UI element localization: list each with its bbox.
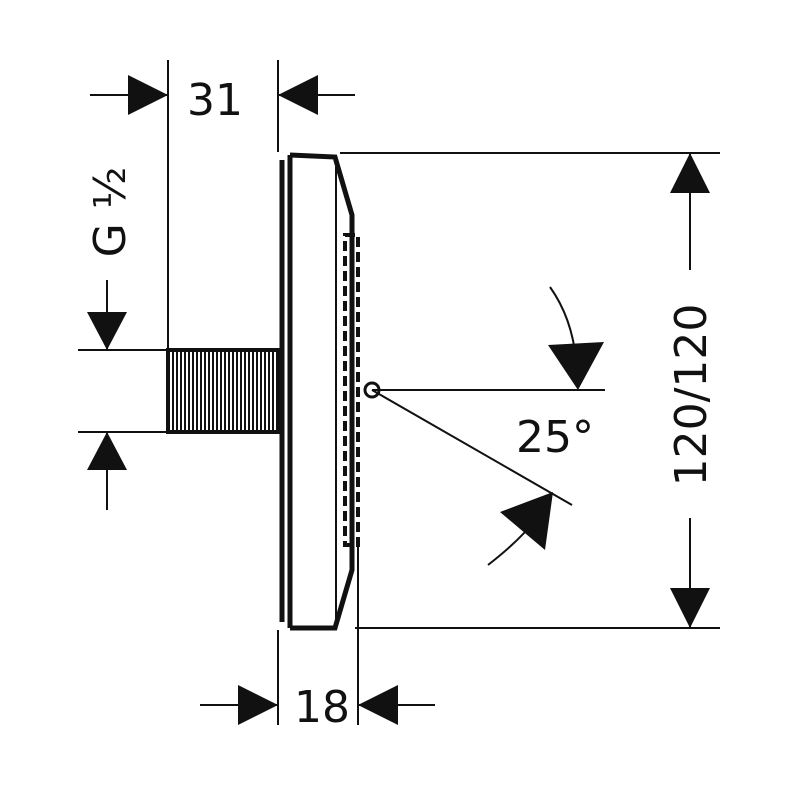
dimension-120: 120/120 [340, 152, 720, 629]
dimension-label: 31 [187, 75, 243, 126]
thread-connector [166, 348, 282, 434]
dimension-label: G ½ [85, 167, 136, 258]
dimension-angle: 25° [371, 286, 605, 566]
dimension-label: 25° [516, 412, 594, 463]
dimension-thread: G ½ [78, 167, 168, 510]
dimension-31: 31 [90, 60, 355, 350]
dimension-label: 120/120 [666, 304, 717, 487]
dimension-18: 18 [200, 545, 435, 733]
shower-head-profile [279, 152, 381, 631]
dimension-label: 18 [294, 682, 350, 733]
